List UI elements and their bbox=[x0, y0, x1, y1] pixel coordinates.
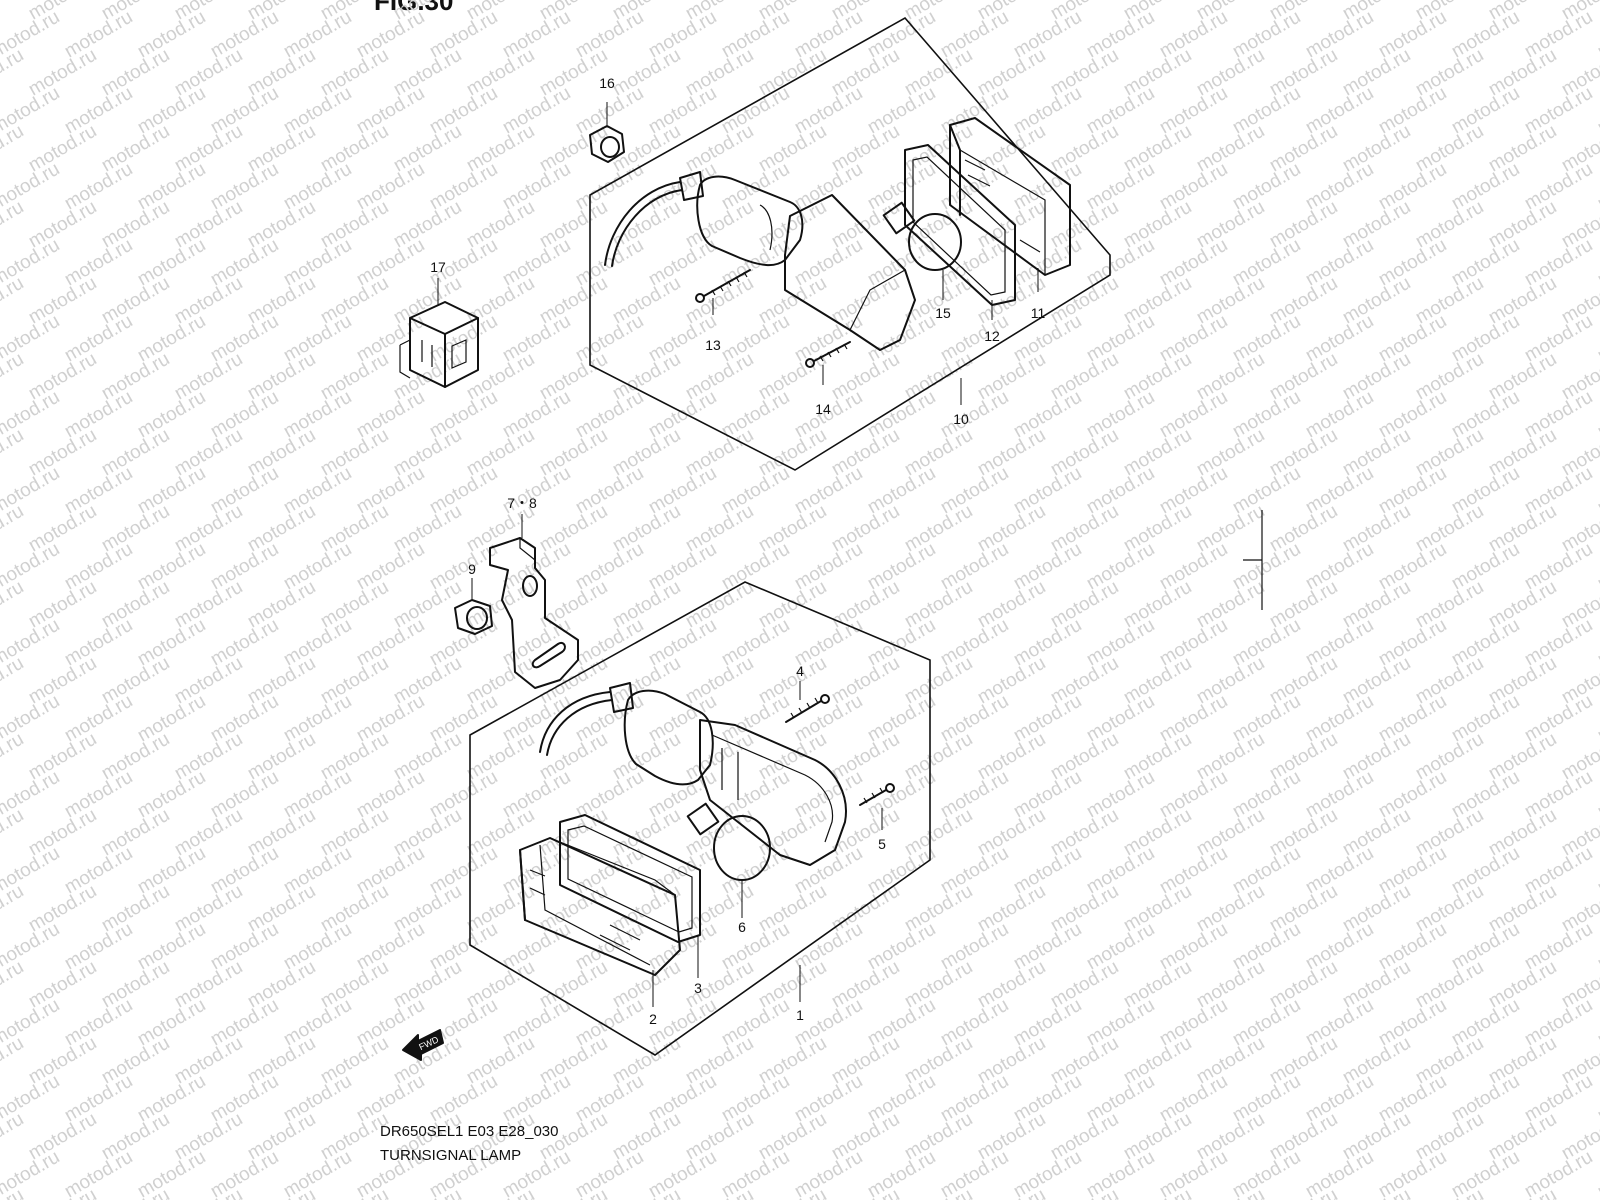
model-code: DR650SEL1 E03 E28_030 bbox=[380, 1123, 559, 1140]
callout-17: 17 bbox=[430, 259, 446, 275]
watermark-text: motod.ru bbox=[0, 501, 27, 557]
watermark-text: motod.ru bbox=[1594, 691, 1600, 747]
watermark-text: motod.ru bbox=[134, 1147, 209, 1200]
watermark-text: motod.ru bbox=[1594, 235, 1600, 291]
watermark-text: motod.ru bbox=[207, 1147, 282, 1200]
watermark-text: motod.ru bbox=[1594, 995, 1600, 1051]
watermark-text: motod.ru bbox=[1594, 1147, 1600, 1200]
watermark-text: motod.ru bbox=[0, 577, 27, 633]
watermark-text: motod.ru bbox=[0, 273, 27, 329]
watermark-text: motod.ru bbox=[1594, 387, 1600, 443]
callout-6: 6 bbox=[738, 919, 746, 935]
watermark-text: motod.ru bbox=[1594, 767, 1600, 823]
watermark-text: motod.ru bbox=[1594, 843, 1600, 899]
watermark-text: motod.ru bbox=[0, 121, 27, 177]
figure-title: FIG.30 bbox=[374, 0, 454, 16]
watermark-text: motod.ru bbox=[791, 1147, 866, 1200]
callout-12: 12 bbox=[984, 328, 1000, 344]
watermark-text: motod.ru bbox=[645, 1147, 720, 1200]
watermark-text: motod.ru bbox=[1375, 1147, 1450, 1200]
callout-3: 3 bbox=[694, 980, 702, 996]
watermark-text: motod.ru bbox=[1448, 1147, 1523, 1200]
watermark-text: motod.ru bbox=[0, 45, 27, 101]
watermark-text: motod.ru bbox=[0, 805, 27, 861]
watermark-text: motod.ru bbox=[0, 957, 27, 1013]
watermark-text: motod.ru bbox=[61, 1147, 136, 1200]
callout-4: 4 bbox=[796, 663, 804, 679]
watermark-text: motod.ru bbox=[1010, 1147, 1085, 1200]
callout-9: 9 bbox=[468, 561, 476, 577]
watermark-text: motod.ru bbox=[1594, 1071, 1600, 1127]
watermark-text: motod.ru bbox=[0, 197, 27, 253]
watermark-text: motod.ru bbox=[1558, 1185, 1600, 1200]
watermark-text: motod.ru bbox=[718, 1147, 793, 1200]
watermark-text: motod.ru bbox=[1521, 1147, 1596, 1200]
watermark-text: motod.ru bbox=[1594, 159, 1600, 215]
watermark-text: motod.ru bbox=[0, 0, 27, 24]
watermark-text: motod.ru bbox=[572, 1147, 647, 1200]
watermark-text: motod.ru bbox=[1594, 7, 1600, 63]
watermark-text: motod.ru bbox=[1594, 539, 1600, 595]
watermark-text: motod.ru bbox=[1594, 919, 1600, 975]
watermark-text: motod.ru bbox=[0, 881, 27, 937]
watermark-text: motod.ru bbox=[1594, 83, 1600, 139]
watermark-text: motod.ru bbox=[864, 1147, 939, 1200]
watermark-text: motod.ru bbox=[0, 425, 27, 481]
watermark-text: motod.ru bbox=[1594, 463, 1600, 519]
watermark-text: motod.ru bbox=[280, 1147, 355, 1200]
watermark-text: motod.ru bbox=[0, 729, 27, 785]
watermark-text: motod.ru bbox=[1302, 1147, 1377, 1200]
watermark-text: motod.ru bbox=[0, 1033, 27, 1089]
callout-15: 15 bbox=[935, 305, 951, 321]
callout-16: 16 bbox=[599, 75, 615, 91]
watermark-text: motod.ru bbox=[1083, 1147, 1158, 1200]
watermark-text: motod.ru bbox=[1229, 1147, 1304, 1200]
callout-5: 5 bbox=[878, 836, 886, 852]
watermark-text: motod.ru bbox=[0, 349, 27, 405]
watermark-text: motod.ru bbox=[1156, 1147, 1231, 1200]
watermark-text: motod.ru bbox=[937, 1147, 1012, 1200]
watermark-text: motod.ru bbox=[0, 1109, 27, 1165]
watermark-text: motod.ru bbox=[1594, 311, 1600, 367]
watermark-text: motod.ru bbox=[0, 653, 27, 709]
watermark-text: motod.ru bbox=[1594, 615, 1600, 671]
callout-13: 13 bbox=[705, 337, 721, 353]
callout-11: 11 bbox=[1031, 305, 1046, 321]
callout-14: 14 bbox=[815, 401, 831, 417]
callout-1: 1 bbox=[796, 1007, 804, 1023]
callout-2: 2 bbox=[649, 1011, 657, 1027]
assembly-name: TURNSIGNAL LAMP bbox=[380, 1147, 522, 1164]
callout-10: 10 bbox=[953, 411, 969, 427]
callout-7-8: 7・8 bbox=[507, 495, 537, 511]
